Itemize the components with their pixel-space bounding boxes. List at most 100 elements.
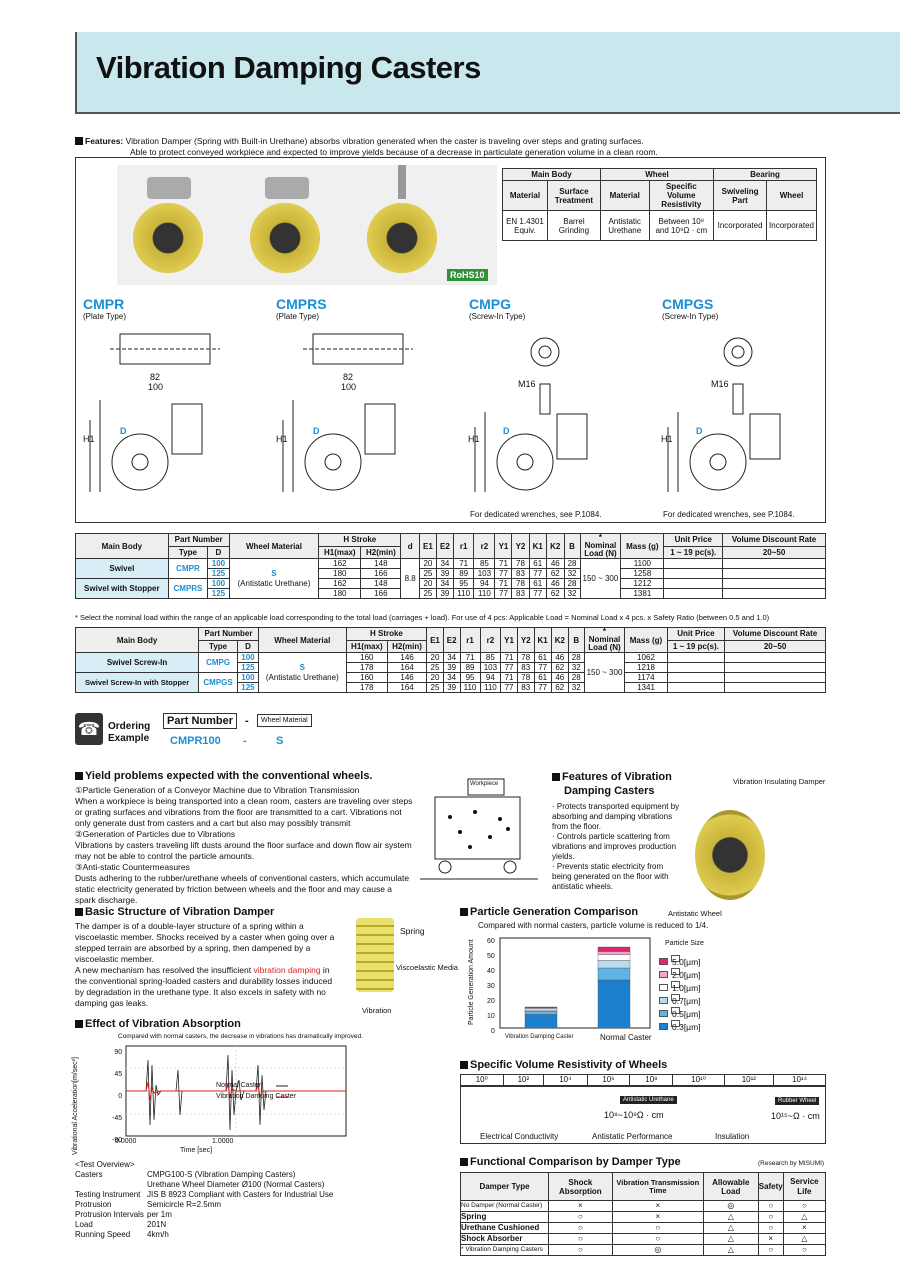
- legend-swatch: [659, 1023, 668, 1030]
- rw-badge: Rubber Wheel: [775, 1097, 820, 1105]
- bar-segment: [597, 954, 631, 961]
- svg-text:M16: M16: [711, 379, 729, 389]
- svg-text:82: 82: [343, 372, 353, 382]
- bar-segment: [597, 946, 631, 952]
- wheel-outline: [111, 433, 169, 491]
- phone-icon: ☎: [75, 713, 103, 745]
- spring-illustration: [356, 918, 394, 992]
- wheel-label: Antistatic Wheel: [668, 909, 722, 918]
- svg-text:100: 100: [148, 382, 163, 392]
- svg-text:D: D: [313, 426, 320, 436]
- caster-wheel-image: [695, 810, 765, 900]
- resist-box: [460, 1086, 826, 1144]
- bar-segment: [524, 1014, 558, 1029]
- caster-photo-cmpr: [133, 203, 203, 273]
- legend-damping: Vibration Damping Caster: [216, 1093, 297, 1100]
- effect-xtick-1: 1.0000: [212, 1138, 234, 1145]
- bar-segment: [524, 1011, 558, 1015]
- workpiece-label: Workpiece: [470, 781, 499, 787]
- effect-note: Compared with normal casters, the decrea…: [118, 1033, 363, 1040]
- rw-value: 10¹⁵~Ω · cm: [771, 1111, 820, 1121]
- svg-text:H1: H1: [468, 434, 480, 444]
- svg-text:82: 82: [150, 372, 160, 382]
- table-row: Shock Absorber○○△×△: [460, 1233, 827, 1245]
- legend-swatch: [659, 971, 668, 978]
- legend-normal: Normal Caster: [216, 1082, 262, 1089]
- effect-ylabel: Vibrational Acceleration[m/sec²]: [72, 1057, 79, 1155]
- effect-xlabel: Time [sec]: [180, 1147, 213, 1154]
- particle-cat-2: Normal Caster: [600, 1033, 652, 1042]
- table-row: No Damper (Normal Caster)××◎○○: [460, 1200, 827, 1212]
- ordering-wm-box: Wheel Material: [257, 714, 312, 727]
- svg-text:H1: H1: [661, 434, 673, 444]
- visco-label: Viscoelastic Media: [396, 963, 458, 972]
- ordering-ex-wm: S: [276, 735, 284, 747]
- effect-xtick-0: 0.0000: [115, 1138, 137, 1145]
- product-box: [75, 157, 826, 523]
- damper-label: Vibration Insulating Damper: [733, 777, 826, 786]
- rohs-badge: RoHS10: [447, 269, 488, 281]
- insulation-label: Insulation: [715, 1132, 750, 1141]
- func-title: Functional Comparison by Damper Type: [460, 1156, 681, 1168]
- particle-title: Particle Generation Comparison: [460, 906, 638, 918]
- wrench-note-1: For dedicated wrenches, see P.1084.: [470, 510, 602, 519]
- resist-title: Specific Volume Resistivity of Wheels: [460, 1059, 667, 1071]
- spring-label: Spring: [400, 926, 425, 936]
- research-note: (Research by MISUMI): [758, 1160, 825, 1167]
- bar-segment: [597, 979, 631, 1029]
- bar-segment: [597, 951, 631, 955]
- basic-text: The damper is of a double-layer structur…: [75, 921, 335, 1008]
- screw-shape: [398, 165, 406, 199]
- yield-text: ①Particle Generation of a Conveyor Machi…: [75, 785, 413, 905]
- bar-segment: [524, 1006, 558, 1008]
- basic-title: Basic Structure of Vibration Damper: [75, 906, 274, 918]
- bar-segment: [597, 960, 631, 969]
- table-row: Spring○×△○△: [460, 1211, 827, 1223]
- svg-text:D: D: [120, 426, 127, 436]
- vibration-chart: [125, 1045, 347, 1137]
- effect-title: Effect of Vibration Absorption: [75, 1018, 241, 1030]
- svg-text:D: D: [696, 426, 703, 436]
- caster-photo-cmprs: [250, 203, 320, 273]
- ordering-dash: -: [245, 715, 249, 727]
- load-note: * Select the nominal load within the ran…: [75, 613, 770, 622]
- svg-text:H1: H1: [83, 434, 95, 444]
- features-text: Features: Vibration Damper (Spring with …: [75, 136, 875, 158]
- type-cmpr: CMPR(Plate Type): [83, 296, 126, 321]
- caster-photo-cmpg: [367, 203, 437, 273]
- legend-swatch: [659, 984, 668, 991]
- particle-ylabel: Particle Generation Amount: [468, 939, 475, 1025]
- type-cmprs: CMPRS(Plate Type): [276, 296, 327, 321]
- particle-note: Compared with normal casters, particle v…: [478, 921, 709, 930]
- ordering-ex-pn: CMPR100: [170, 735, 221, 747]
- cart-illustration: [420, 778, 538, 880]
- svg-text:D: D: [503, 426, 510, 436]
- legend-swatch: [659, 1010, 668, 1017]
- product-photos: RoHS10: [117, 165, 497, 285]
- type-cmpgs: CMPGS(Screw-In Type): [662, 296, 719, 321]
- au-badge: Antistatic Urethane: [620, 1096, 677, 1104]
- vibration-label: Vibration: [362, 1006, 392, 1015]
- test-title: <Test Overview>: [75, 1160, 135, 1169]
- conductivity-label: Electrical Conductivity: [480, 1132, 559, 1141]
- svg-text:H1: H1: [276, 434, 288, 444]
- particle-legend: 5.0[μm] 2.0[μm] 1.0[μm] 0.7[μm] 0.5[μm] …: [659, 955, 701, 1033]
- featv-text: · Protects transported equipment by abso…: [552, 802, 680, 891]
- title-banner: [75, 32, 900, 114]
- antistatic-label: Antistatic Performance: [592, 1132, 673, 1141]
- yield-title: Yield problems expected with the convent…: [75, 770, 373, 782]
- svg-text:M16: M16: [518, 379, 536, 389]
